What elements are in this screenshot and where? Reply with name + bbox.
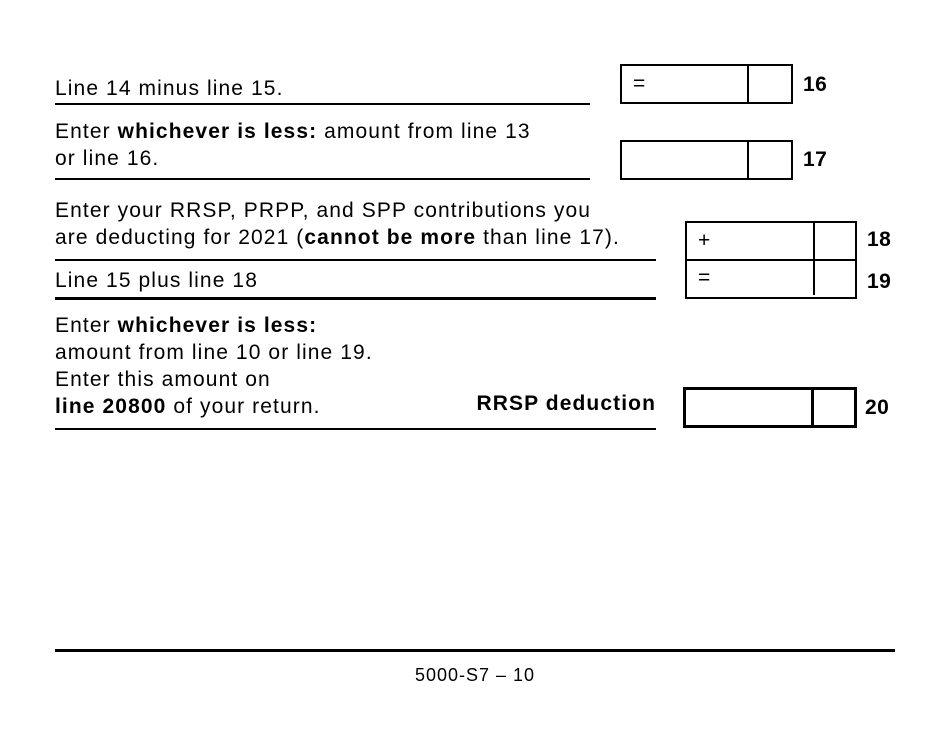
line16-text: Line 14 minus line 15.: [55, 77, 284, 100]
line16-underline: [55, 103, 590, 105]
line19-underline: [55, 297, 656, 300]
line17-underline: [55, 178, 590, 180]
line17-text-prefix: Enter: [55, 120, 118, 143]
line20-text-line2: amount from line 10 or line 19.: [55, 341, 373, 364]
line16-amount-box: =: [620, 64, 793, 104]
line17-text-suffix: amount from line 13: [317, 120, 531, 143]
line20-underline: [55, 428, 656, 430]
line17-number: 17: [803, 148, 828, 171]
line17-dollars-field[interactable]: [622, 142, 747, 178]
line20-cents-field[interactable]: [811, 390, 854, 425]
line18-cents-field[interactable]: [813, 223, 855, 259]
footer-form-code: 5000-S7 – 10: [414, 665, 536, 685]
line18-text-line2-suffix: than line 17).: [476, 226, 620, 249]
line19-number: 19: [867, 270, 892, 293]
line16-number: 16: [803, 73, 828, 96]
line16-dollars-field[interactable]: =: [622, 66, 747, 102]
line18-amount-box: +: [687, 223, 855, 259]
footer-rule: [55, 649, 895, 652]
line19-text: Line 15 plus line 18: [55, 269, 258, 292]
line19-description: Line 15 plus line 18: [55, 267, 655, 294]
line17-text-bold: whichever is less:: [117, 120, 318, 143]
line17-amount-box: [620, 140, 793, 180]
line19-dollars-field[interactable]: =: [687, 261, 813, 295]
line16-description: Line 14 minus line 15.: [55, 75, 655, 102]
line18-19-box-group: + =: [685, 221, 857, 299]
line17-cents-field[interactable]: [747, 142, 791, 178]
equals-symbol: =: [698, 266, 712, 289]
plus-symbol: +: [698, 229, 712, 252]
line20-text-line1-bold: whichever is less:: [117, 314, 318, 337]
line20-text-line4-suffix: of your return.: [166, 395, 321, 418]
line18-number: 18: [867, 228, 892, 251]
line19-cents-field[interactable]: [813, 261, 855, 295]
line19-amount-box: =: [687, 259, 855, 295]
line18-dollars-field[interactable]: +: [687, 223, 813, 259]
line18-text-line2-prefix: are deducting for 2021 (: [55, 226, 305, 249]
line20-amount-box: [683, 387, 857, 428]
line17-description: Enter whichever is less: amount from lin…: [55, 118, 655, 172]
line20-text-line3: Enter this amount on: [55, 368, 271, 391]
equals-symbol: =: [633, 72, 647, 95]
rrsp-deduction-label: RRSP deduction: [476, 392, 656, 415]
line18-underline: [55, 259, 656, 261]
line18-text-line1: Enter your RRSP, PRPP, and SPP contribut…: [55, 199, 592, 222]
line20-text-line4-bold: line 20800: [55, 395, 167, 418]
line18-text-line2-bold: cannot be more: [304, 226, 477, 249]
line18-description: Enter your RRSP, PRPP, and SPP contribut…: [55, 197, 685, 251]
line20-number: 20: [865, 396, 890, 419]
line17-text-line2: or line 16.: [55, 147, 160, 170]
line20-description: Enter whichever is less: amount from line…: [55, 312, 505, 420]
line16-cents-field[interactable]: [747, 66, 791, 102]
line20-text-line1-prefix: Enter: [55, 314, 118, 337]
line20-dollars-field[interactable]: [686, 390, 811, 425]
